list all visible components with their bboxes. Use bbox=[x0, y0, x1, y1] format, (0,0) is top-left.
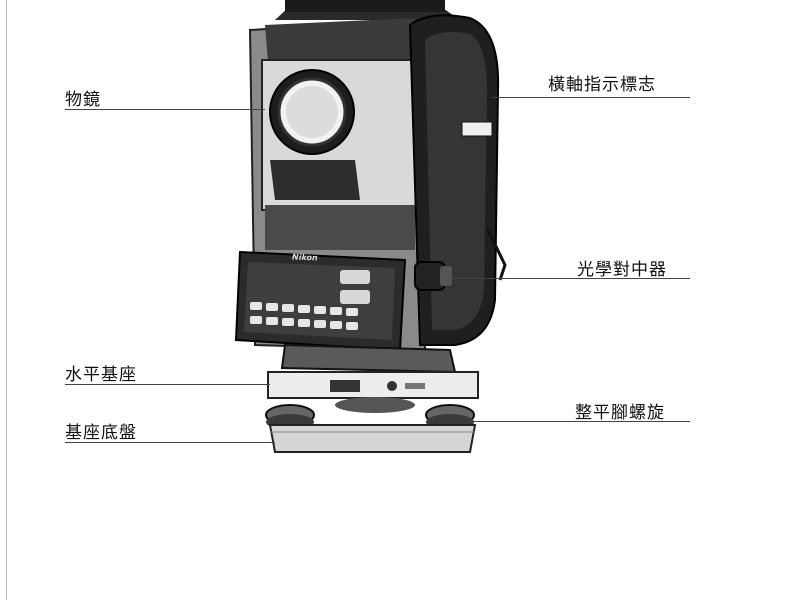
leader-leveling-screw bbox=[470, 421, 690, 422]
horizontal-base-part bbox=[267, 371, 479, 399]
label-base-plate: 基座底盤 bbox=[65, 423, 137, 443]
carrying-handle bbox=[275, 0, 460, 20]
objective-lens-part bbox=[269, 69, 360, 200]
leader-horizontal-base bbox=[65, 384, 270, 385]
label-horizontal-axis-mark: 橫軸指示標志 bbox=[548, 75, 656, 95]
keyboard-panel bbox=[234, 250, 407, 352]
alidade-base bbox=[280, 343, 457, 374]
label-horizontal-base: 水平基座 bbox=[65, 365, 137, 385]
leader-base-plate bbox=[65, 442, 275, 443]
page-edge-line bbox=[6, 0, 7, 600]
optical-plummet-knob bbox=[414, 261, 452, 291]
leader-objective-lens bbox=[65, 109, 265, 110]
label-leveling-screw: 整平腳螺旋 bbox=[575, 403, 665, 423]
label-optical-plummet: 光學對中器 bbox=[577, 260, 667, 280]
label-objective-lens: 物鏡 bbox=[65, 90, 101, 110]
right-standard bbox=[408, 14, 507, 346]
leader-horizontal-axis-mark bbox=[492, 97, 690, 98]
brand-logo: Nikon bbox=[291, 252, 318, 263]
leader-optical-plummet bbox=[452, 278, 690, 279]
base-plate-part bbox=[268, 424, 477, 453]
